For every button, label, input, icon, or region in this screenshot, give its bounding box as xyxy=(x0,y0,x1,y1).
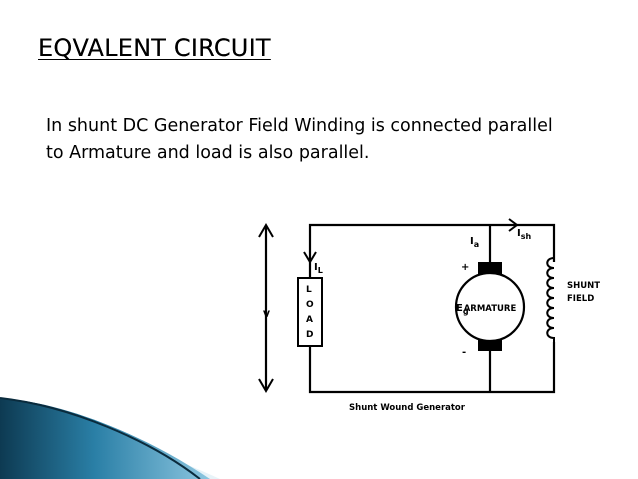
load-current-arrow-icon xyxy=(303,251,317,264)
load-letter-o: O xyxy=(306,300,314,310)
voltage-label: V xyxy=(263,310,270,320)
load-letter-l: L xyxy=(306,285,312,295)
plus-sign: + xyxy=(461,262,469,273)
slide-body-text: In shunt DC Generator Field Winding is c… xyxy=(46,116,553,163)
load-letter-d: D xyxy=(306,330,313,340)
load-current-label: IL xyxy=(314,262,323,275)
emf-label: Eg xyxy=(456,303,469,316)
voltage-arrow-up-icon xyxy=(258,223,274,238)
shunt-field-coil xyxy=(546,257,555,346)
load-resistor-box xyxy=(297,277,323,347)
armature-circle xyxy=(454,271,526,343)
slide-title: EQVALENT CIRCUIT xyxy=(38,34,271,62)
shunt-field-label-line2: FIELD xyxy=(567,294,594,304)
diagram-caption: Shunt Wound Generator xyxy=(349,403,466,413)
armature-current-label: Ia xyxy=(470,236,479,249)
shunt-field-label-line1: SHUNT xyxy=(567,281,600,291)
armature-label: ARMATURE xyxy=(464,304,517,314)
load-letter-a: A xyxy=(306,315,313,325)
shunt-current-arrow-icon xyxy=(508,218,519,232)
voltage-arrow-down-icon xyxy=(258,378,274,393)
shunt-current-label: Ish xyxy=(517,228,531,241)
minus-sign: - xyxy=(462,347,466,358)
